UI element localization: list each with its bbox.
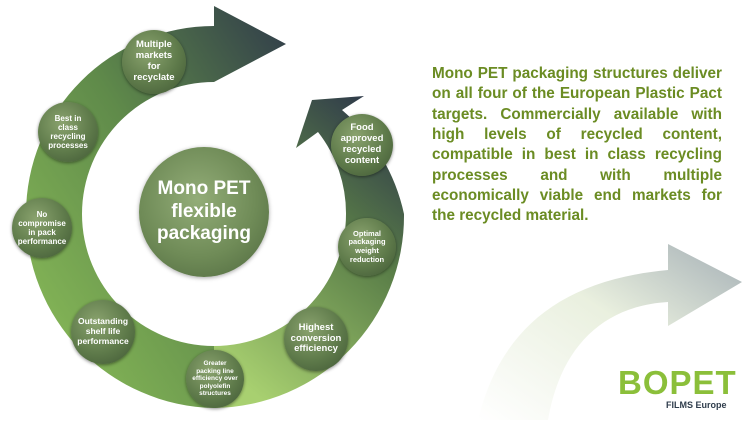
- benefit-pack-performance: No compromise in pack performance: [12, 198, 72, 258]
- center-circle: Mono PET flexible packaging: [139, 147, 269, 277]
- benefit-packing-line-efficiency: Greater packing line efficiency over pol…: [186, 350, 244, 408]
- benefit-multiple-markets: Multiple markets for recyclate: [122, 30, 186, 94]
- benefit-optimal-weight: Optimal packaging weight reduction: [338, 218, 396, 276]
- logo-wordmark: BOPET: [618, 364, 737, 401]
- center-label: Mono PET flexible packaging: [157, 177, 251, 245]
- benefit-label: Multiple markets for recyclate: [133, 39, 175, 83]
- benefit-label: Best in class recycling processes: [48, 113, 88, 151]
- description-text: Mono PET packaging structures deliver on…: [432, 65, 722, 225]
- benefit-recycling-processes: Best in class recycling processes: [38, 102, 98, 162]
- benefit-label: Greater packing line efficiency over pol…: [192, 360, 238, 398]
- benefit-shelf-life: Outstanding shelf life performance: [71, 300, 135, 364]
- benefit-food-approved: Food approved recycled content: [331, 114, 393, 176]
- benefit-conversion-efficiency: Highest conversion efficiency: [284, 307, 348, 371]
- benefit-label: Highest conversion efficiency: [290, 321, 342, 355]
- benefit-label: No compromise in pack performance: [17, 209, 67, 247]
- benefit-label: Outstanding shelf life performance: [77, 316, 129, 346]
- benefit-label: Optimal packaging weight reduction: [348, 228, 386, 264]
- decorative-arrow: [478, 244, 742, 420]
- benefit-label: Food approved recycled content: [340, 122, 384, 166]
- logo-subtitle: FILMS Europe: [666, 400, 727, 410]
- bopet-logo: BOPET FILMS Europe: [618, 366, 740, 412]
